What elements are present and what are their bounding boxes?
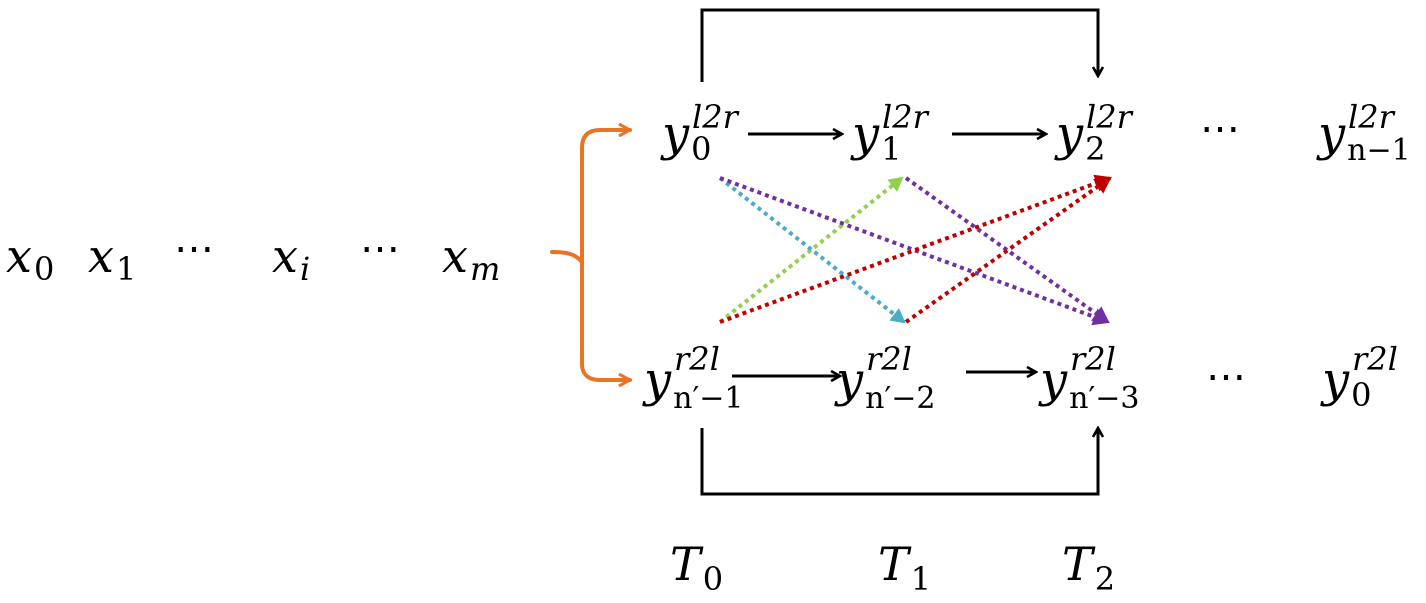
r2l-skip-arrow [700,428,1098,496]
l2r-node-2: y2l2r [1054,98,1134,168]
green-dotted-arrow [718,176,904,324]
l2r-node-n-1: yn−1l2r [1316,98,1411,168]
brace-center-tip [550,250,584,264]
red-dotted-arrow-1 [719,174,1112,324]
branch-to-l2r-arrow [580,130,632,264]
cyan-dotted-arrow [718,176,906,324]
branch-to-r2l-arrow [580,260,632,380]
input-sequence: x0 x1 ⋯ xi ⋯ xm [6,226,500,288]
input-token-1: x1 [88,229,136,288]
input-ellipsis-2: ⋯ [360,226,400,272]
r2l-node-n-2: yn′−2r2l [834,340,935,416]
input-token-m: xm [442,229,500,288]
input-branch-brace [550,130,632,380]
input-ellipsis-1: ⋯ [174,226,214,272]
sequential-arrows [732,134,1046,376]
timestep-0: T0 [670,537,723,598]
purple-dotted-arrow-1 [719,176,1110,326]
timestep-1: T1 [878,537,931,598]
skip-connections [700,8,1098,496]
r2l-node-n-3: yn′−3r2l [1038,340,1139,416]
r2l-node-n-1: yn′−1r2l [642,340,743,416]
r2l-row: yn′−1r2l yn′−2r2l yn′−3r2l ⋯ y0r2l [642,340,1398,416]
input-token-i: xi [272,229,310,288]
timestep-labels: T0 T1 T2 [670,537,1115,598]
r2l-ellipsis: ⋯ [1206,354,1246,400]
l2r-row: y0l2r y1l2r y2l2r ⋯ yn−1l2r [660,98,1411,168]
r2l-node-0: y0r2l [1320,340,1398,414]
l2r-ellipsis: ⋯ [1200,106,1240,152]
purple-dotted-arrow-2 [904,176,1110,324]
l2r-node-0: y0l2r [660,98,740,168]
cross-attention-arrows [718,174,1112,326]
l2r-node-1: y1l2r [850,98,930,168]
input-token-0: x0 [6,229,54,288]
red-dotted-arrow-2 [904,176,1112,324]
timestep-2: T2 [1062,537,1115,598]
l2r-skip-arrow [700,8,1098,82]
